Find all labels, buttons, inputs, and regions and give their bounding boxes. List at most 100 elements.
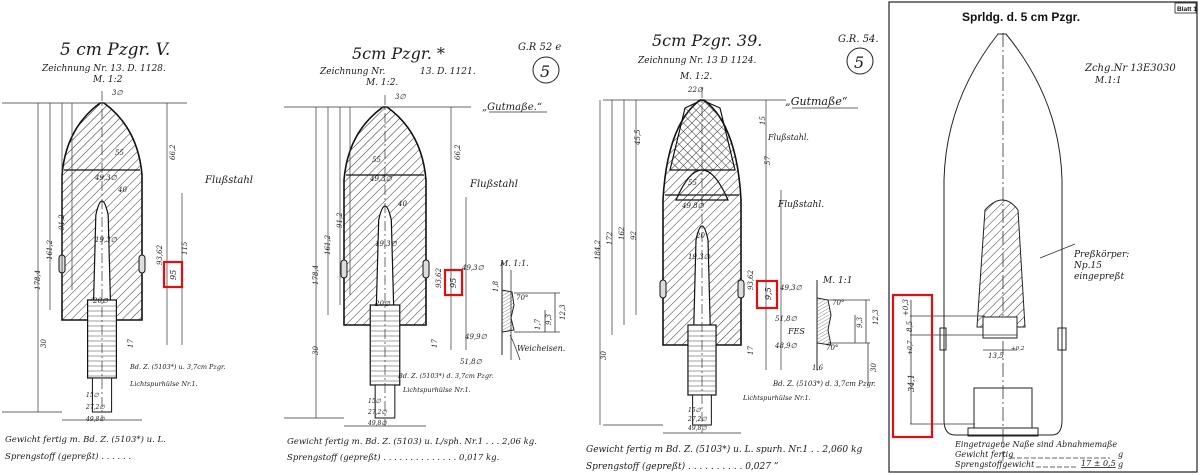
sheet-title: Sprldg. d. 5 cm Pzgr. xyxy=(962,10,1080,24)
panel-5cm-pzgr-v: 5 cm Pzgr. V. Zeichnung Nr. 13. D. 1128.… xyxy=(2,40,253,462)
dim-label: +0,3 xyxy=(902,298,910,316)
dim-label: 17 xyxy=(127,339,135,348)
shell-section-drawing xyxy=(2,91,187,421)
highlight-box xyxy=(443,268,464,297)
panel-5cm-pzgr: 5cm Pzgr. * Zeichnung Nr. 13. D. 1121. M… xyxy=(284,42,567,463)
dim-label: 27,2∅ xyxy=(367,409,387,416)
weight-line: Gewicht fertig m Bd. Z. (5103*) u. L. sp… xyxy=(586,444,862,455)
dim-label: 13,5 xyxy=(988,352,1004,360)
dim-label: 91,2 xyxy=(336,212,344,228)
rotating-band-detail xyxy=(501,262,560,361)
material-label: Flußstahl xyxy=(469,179,518,190)
shell-section-drawing xyxy=(284,95,471,427)
dim-label: 178,4 xyxy=(312,265,320,285)
dim-label: 20∅ xyxy=(374,300,391,308)
shell-outline xyxy=(939,33,1076,460)
dim-label: 49,3∅ xyxy=(369,175,393,183)
dim-label: 40 xyxy=(397,200,407,208)
charge-line: Sprengstoff (gepreßt) . . . . . . xyxy=(5,451,131,462)
dim-label: 92 xyxy=(630,231,638,240)
dim-label: 17 xyxy=(747,346,755,355)
dim-label: 51,8∅ xyxy=(460,358,483,366)
drawing-label: Zeichnung Nr. xyxy=(319,67,385,77)
highlight-box xyxy=(891,293,934,439)
dim-label: 49,8∅ xyxy=(687,425,707,432)
dim-label: 3∅ xyxy=(112,89,123,97)
dim-label: 93,62 xyxy=(435,267,443,288)
highlight-box xyxy=(755,279,779,310)
dim-label: 49,3∅ xyxy=(779,284,803,292)
circle-mark xyxy=(846,47,874,75)
dim-label: 70° xyxy=(826,344,838,352)
rotating-band xyxy=(138,254,146,274)
dim-label: +0,7 xyxy=(907,340,914,355)
fuse-label: Bd. Z. (5103*) d. 3,7cm Pzgr. xyxy=(397,372,493,380)
dim-label: 9,3 xyxy=(856,316,864,328)
dim-label: 66,2 xyxy=(454,144,462,160)
rotating-band xyxy=(422,259,430,279)
dim-label: 91,2 xyxy=(58,214,66,230)
fuse-label: Bd. Z. (5103*) u. 3,7cm Pzgr. xyxy=(129,363,225,371)
dim-label: 49,8∅ xyxy=(681,202,705,210)
dim-label: 22∅ xyxy=(687,86,704,94)
dim-label: 1,7 xyxy=(534,318,542,330)
panel-5cm-pzgr-39: 5cm Pzgr. 39. Zeichnung Nr. 13 D 1124. M… xyxy=(586,31,880,472)
drawing-title: 5cm Pzgr. * xyxy=(352,44,445,63)
fes-label: FES xyxy=(787,327,805,336)
drawing-title: 5cm Pzgr. 39. xyxy=(652,31,762,50)
material-label: Flußstahl. xyxy=(767,133,809,142)
dim-label: 70° xyxy=(516,294,528,302)
dim-label: 8,5 xyxy=(906,320,914,332)
dim-label: 93,62 xyxy=(747,269,755,290)
drawing-title: 5 cm Pzgr. V. xyxy=(60,40,170,60)
dim-label-highlighted: 9,5 xyxy=(764,287,773,300)
dim-label: 49,8∅ xyxy=(85,416,105,423)
weight-label: Gewicht fertig xyxy=(955,450,1013,459)
dim-label-highlighted: 95 xyxy=(449,278,458,288)
dim-label: 161,2 xyxy=(324,234,332,255)
detail-scale: M. 1:1. xyxy=(499,259,529,268)
dim-label: 172 xyxy=(606,231,614,245)
dim-label: 27,2∅ xyxy=(687,416,707,423)
dim-label: 20 xyxy=(695,232,705,240)
drawing-number: Zeichnung Nr. 13 D 1124. xyxy=(637,56,757,66)
dim-label: 30 xyxy=(870,363,878,372)
highlight-box xyxy=(162,260,184,289)
fuse-label: Bd. Z. (5103*) d. 3,7cm Pzgr. xyxy=(772,380,876,388)
soft-iron-label: Weicheisen. xyxy=(517,344,565,353)
dimension-lines xyxy=(910,300,1017,425)
sheet-border xyxy=(888,1,1198,473)
ballistic-cap xyxy=(669,99,736,171)
dim-label: 19,3∅ xyxy=(688,253,711,261)
dim-label: 49,9∅ xyxy=(464,333,488,341)
detail-scale: M. 1:1 xyxy=(822,276,852,286)
dim-label: 20∅ xyxy=(92,297,109,305)
dim-label: 49,3∅ xyxy=(461,264,485,272)
circle-number: 5 xyxy=(540,62,550,81)
charge-weight-value: 17 ± 0,5 xyxy=(1081,459,1116,468)
drawing-scale: M. 1:2 xyxy=(92,75,123,85)
rotating-band-detail xyxy=(816,280,870,385)
charge-label: eingepreßt xyxy=(1074,272,1124,282)
dim-label: 45,5 xyxy=(634,129,642,146)
gutmasse-label: „Gutmaße“ xyxy=(785,95,848,108)
charge-label: Np.15 xyxy=(1073,261,1102,271)
circle-number: 5 xyxy=(854,53,864,72)
dim-label: 15∅ xyxy=(86,392,100,399)
note-text: Eingetragene Naße sind Abnahmemaße xyxy=(954,440,1117,449)
drawing-number: 13. D. 1121. xyxy=(420,67,476,77)
dim-label: 162 xyxy=(618,226,626,240)
drawing-scale: M. 1:2. xyxy=(365,78,398,88)
tracer-label: Lichtspurhülse Nr.1. xyxy=(129,380,198,388)
weight-line: Gewicht fertig m. Bd. Z. (5103*) u. L. xyxy=(5,434,166,445)
armour-piercing-cap xyxy=(675,169,729,201)
rotating-band xyxy=(659,279,667,299)
drawing-scale: M. 1:2. xyxy=(679,72,712,82)
dim-label: 3∅ xyxy=(395,93,406,101)
dim-label: 30 xyxy=(40,339,48,348)
dim-label: 40 xyxy=(117,186,127,194)
dim-label: 19,3∅ xyxy=(375,240,398,248)
dim-label: 15 xyxy=(759,116,767,125)
material-label: Flußstahl. xyxy=(777,200,824,210)
